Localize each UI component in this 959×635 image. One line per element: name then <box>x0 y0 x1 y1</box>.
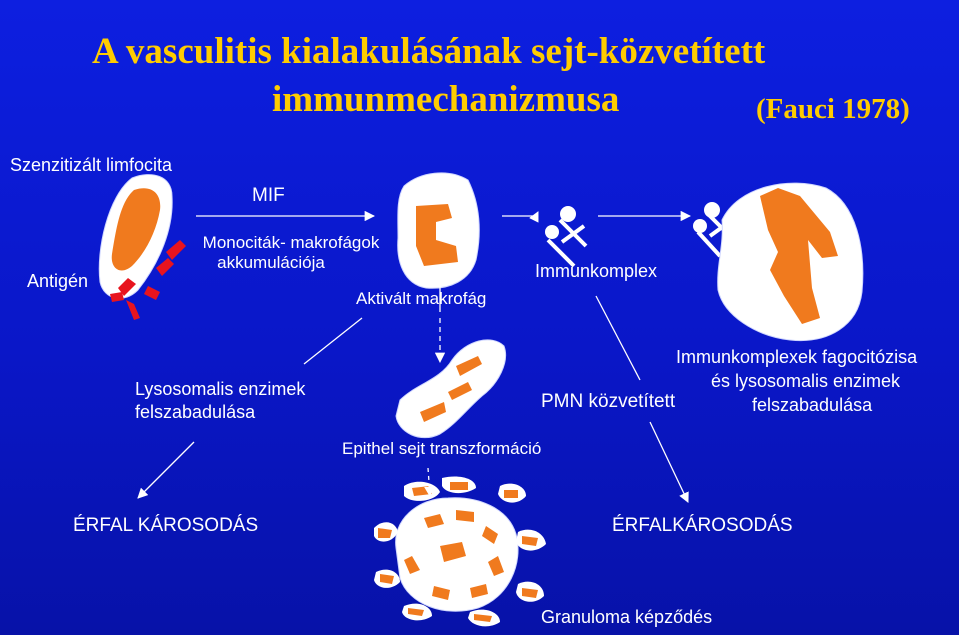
arrow-left-damage <box>137 441 195 499</box>
arrow-right-damage <box>649 421 689 503</box>
title-line-2: immunmechanizmusa <box>272 79 620 120</box>
reference: (Fauci 1978) <box>756 93 910 125</box>
immune-complex-icon-1 <box>545 206 588 268</box>
label-antigen: Antigén <box>27 271 89 291</box>
label-epithel-transformation: Epithel sejt transzformáció <box>342 439 542 458</box>
label-granuloma: Granuloma képződés <box>541 607 713 627</box>
arrow-to-immunecomplex <box>502 211 539 223</box>
epithelioid-cell <box>395 339 506 439</box>
connectors <box>137 210 692 503</box>
line-lysosomal <box>303 317 363 365</box>
label-mif: MIF <box>252 185 285 206</box>
label-activated-macrophage: Aktivált makrofág <box>356 289 487 308</box>
label-vessel-damage-right: ÉRFALKÁROSODÁS <box>612 515 793 536</box>
label-vessel-damage-left: ÉRFAL KÁROSODÁS <box>73 515 259 536</box>
label-lysosomal-line1: Lysosomalis enzimek <box>135 379 306 399</box>
lymphocyte-cell <box>98 174 173 299</box>
label-phagocytosis-line1: Immunkomplexek fagocitózisa <box>676 347 918 367</box>
title-line-1: A vasculitis kialakulásának sejt-közvetí… <box>92 31 766 72</box>
label-phagocytosis-line2: és lysosomalis enzimek <box>711 371 901 391</box>
line-pmn <box>595 295 641 381</box>
pmn-cell <box>717 182 864 342</box>
granuloma <box>374 476 546 627</box>
label-phagocytosis-line3: felszabadulása <box>752 395 873 415</box>
activated-macrophage-cell <box>397 172 480 289</box>
label-monocyte-line1: Monociták- makrofágok <box>202 233 380 252</box>
label-monocyte-line2: akkumulációja <box>217 253 325 272</box>
antigen-particles <box>110 240 186 320</box>
label-lysosomal-line2: felszabadulása <box>135 402 256 422</box>
label-pmn-mediated: PMN közvetített <box>541 391 676 412</box>
label-immune-complex: Immunkomplex <box>535 261 658 281</box>
label-sensitized-lymphocyte: Szenzitizált limfocita <box>10 155 173 175</box>
